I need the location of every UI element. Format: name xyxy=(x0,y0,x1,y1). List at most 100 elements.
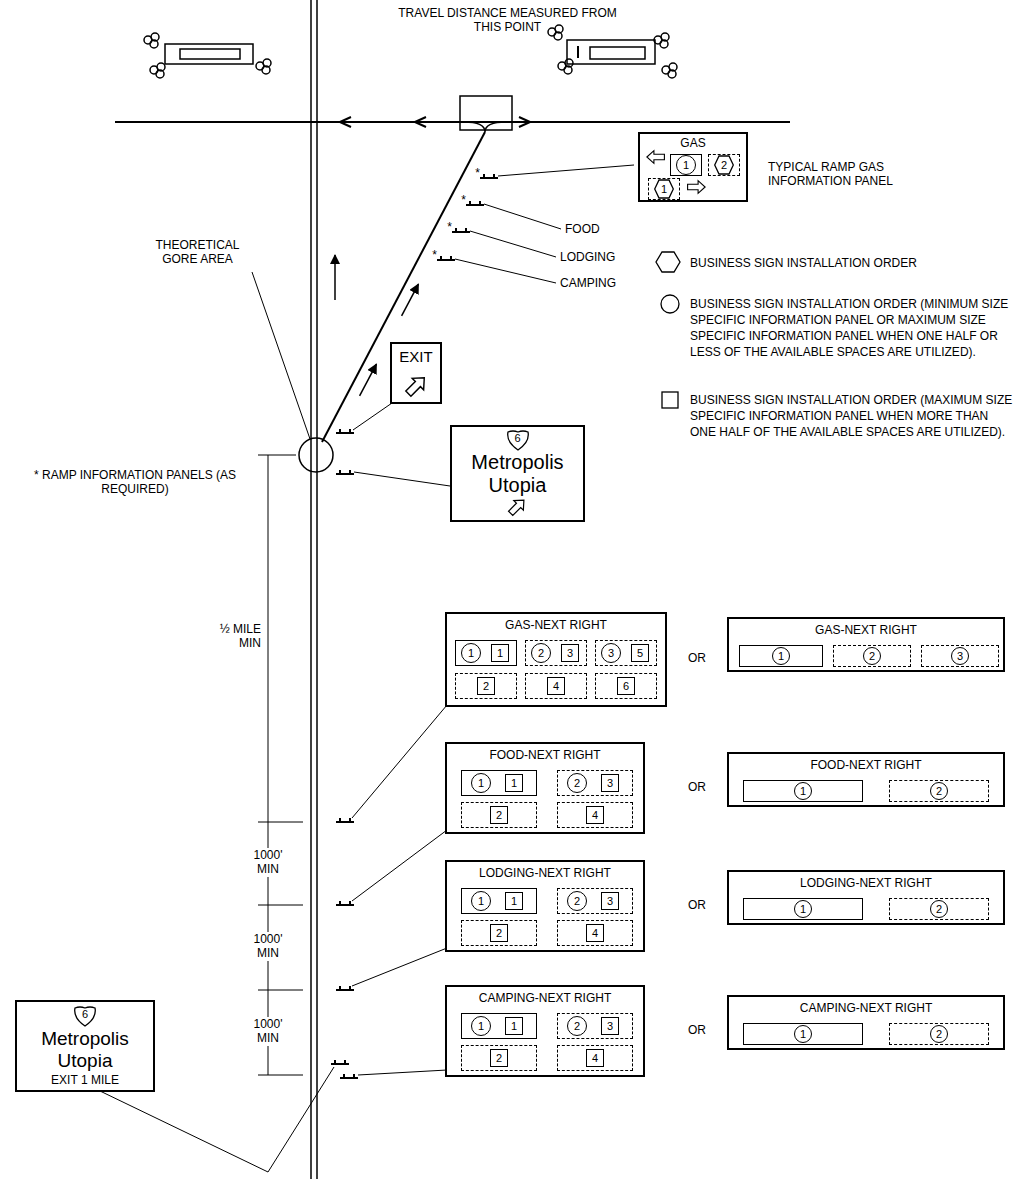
order-square: 1 xyxy=(491,644,509,662)
dimension-label: 1000' MIN xyxy=(246,1017,290,1046)
panel-label: CAMPING xyxy=(560,276,640,290)
note-label: TRAVEL DISTANCE MEASURED FROM THIS POINT xyxy=(395,6,620,35)
asterisk-mark: * xyxy=(430,248,439,262)
order-number: 1 xyxy=(800,904,806,915)
route-shield: 6 xyxy=(73,1005,97,1027)
order-number: 1 xyxy=(511,1021,517,1032)
sign-legend-text: GAS-NEXT RIGHT xyxy=(815,624,917,638)
order-circle: 1 xyxy=(794,782,812,800)
order-square: 4 xyxy=(547,677,565,695)
order-number: 2 xyxy=(936,1029,942,1040)
order-circle: 1 xyxy=(471,891,491,911)
order-circle: 1 xyxy=(676,155,696,175)
order-number: 1 xyxy=(511,778,517,789)
order-number: 1 xyxy=(511,896,517,907)
sign-distance-text: EXIT 1 MILE xyxy=(51,1074,119,1088)
order-number: 1 xyxy=(800,1029,806,1040)
sign-legend-text: GAS-NEXT RIGHT xyxy=(505,619,607,633)
or-label: OR xyxy=(677,651,717,665)
order-number: 1 xyxy=(800,786,806,797)
asterisk-mark: * xyxy=(445,220,454,234)
order-circle: 3 xyxy=(951,647,969,665)
or-label: OR xyxy=(677,780,717,794)
order-square: 2 xyxy=(490,924,508,942)
order-number: 2 xyxy=(496,1053,502,1064)
asterisk-mark: * xyxy=(459,193,468,207)
advance-guide-sign: Metropolis UtopiaEXIT 1 MILE 6 xyxy=(15,1000,155,1092)
order-circle: 1 xyxy=(794,900,812,918)
order-number: 4 xyxy=(592,928,598,939)
order-square: 2 xyxy=(477,677,495,695)
order-circle: 2 xyxy=(930,782,948,800)
order-number: 3 xyxy=(607,778,613,789)
order-number: 2 xyxy=(496,810,502,821)
info-sign-option: GAS-NEXT RIGHT123 xyxy=(727,617,1005,672)
note-label: THEORETICAL GORE AREA xyxy=(140,238,255,267)
specific-info-sign: LODGING-NEXT RIGHT 1 1 2 3 2 4 xyxy=(445,860,645,952)
legend-text: BUSINESS SIGN INSTALLATION ORDER xyxy=(690,255,1015,271)
order-square: 3 xyxy=(601,774,619,792)
order-number: 1 xyxy=(778,651,784,662)
order-hexagon: 1 xyxy=(654,179,674,199)
order-circle: 1 xyxy=(471,1016,491,1036)
info-sign-option: LODGING-NEXT RIGHT 1 2 xyxy=(727,870,1005,925)
order-circle: 1 xyxy=(772,647,790,665)
panel-label: LODGING xyxy=(560,250,640,264)
order-circle: 2 xyxy=(567,1016,587,1036)
business-sign-panel xyxy=(461,770,537,796)
order-circle: 1 xyxy=(461,643,481,663)
order-circle: 1 xyxy=(794,1025,812,1043)
order-hexagon: 2 xyxy=(714,155,734,175)
order-number: 2 xyxy=(574,778,580,789)
order-number: 4 xyxy=(592,1053,598,1064)
business-sign-panel xyxy=(461,1013,537,1039)
order-number: 3 xyxy=(608,648,614,659)
sign-legend-text: FOOD-NEXT RIGHT xyxy=(489,749,600,763)
sign-legend-text: LODGING-NEXT RIGHT xyxy=(800,877,932,891)
business-sign-panel xyxy=(557,888,633,914)
order-square: 2 xyxy=(490,806,508,824)
order-number: 2 xyxy=(574,896,580,907)
order-square: 3 xyxy=(561,644,579,662)
order-number: 1 xyxy=(468,648,474,659)
order-number: 2 xyxy=(483,681,489,692)
sign-legend-text: GAS xyxy=(680,137,705,151)
dimension-label: ½ MILE MIN xyxy=(205,622,261,651)
order-number: 2 xyxy=(936,786,942,797)
sign-legend-text: Metropolis Utopia xyxy=(23,1028,148,1072)
order-number: 1 xyxy=(478,778,484,789)
dimension-label: 1000' MIN xyxy=(246,848,290,877)
sign-legend-text: CAMPING-NEXT RIGHT xyxy=(479,992,611,1006)
info-sign-option: FOOD-NEXT RIGHT 1 2 xyxy=(727,752,1005,807)
sign-legend-text: CAMPING-NEXT RIGHT xyxy=(800,1002,932,1016)
order-circle: 2 xyxy=(567,891,587,911)
order-circle: 1 xyxy=(471,773,491,793)
exit-sign: EXIT xyxy=(390,342,442,404)
order-square: 1 xyxy=(505,1017,523,1035)
specific-info-sign: FOOD-NEXT RIGHT 1 1 2 3 2 4 xyxy=(445,742,645,834)
business-sign-panel xyxy=(557,1013,633,1039)
note-label: * RAMP INFORMATION PANELS (AS REQUIRED) xyxy=(25,468,245,497)
order-square: 1 xyxy=(505,774,523,792)
order-square: 1 xyxy=(505,892,523,910)
order-number: 2 xyxy=(936,904,942,915)
asterisk-mark: * xyxy=(473,166,482,180)
order-number: 1 xyxy=(661,184,667,195)
order-number: 1 xyxy=(683,160,689,171)
order-square: 4 xyxy=(586,1049,604,1067)
order-square: 4 xyxy=(586,806,604,824)
order-number: 4 xyxy=(592,810,598,821)
order-number: 6 xyxy=(623,681,629,692)
order-square: 6 xyxy=(617,677,635,695)
sign-legend-text: FOOD-NEXT RIGHT xyxy=(810,759,921,773)
order-number: 1 xyxy=(478,1021,484,1032)
order-number: 3 xyxy=(607,896,613,907)
order-square: 4 xyxy=(586,924,604,942)
or-label: OR xyxy=(677,1023,717,1037)
panel-label: FOOD xyxy=(565,222,625,236)
order-number: 3 xyxy=(957,651,963,662)
sign-legend-text: LODGING-NEXT RIGHT xyxy=(479,867,611,881)
order-circle: 2 xyxy=(930,1025,948,1043)
business-sign-panel xyxy=(557,770,633,796)
